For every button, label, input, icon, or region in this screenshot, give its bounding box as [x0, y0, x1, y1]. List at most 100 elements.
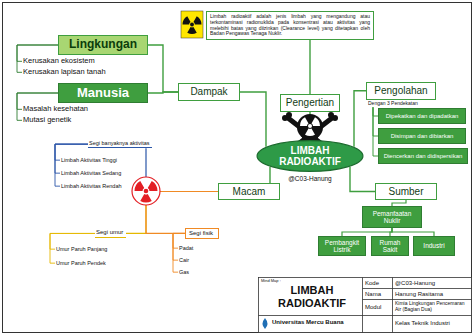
radiation-symbol: [300, 117, 320, 136]
node-text: Limbah Aktivitas Sedang: [61, 170, 123, 176]
node-text: Limbah radioaktif adalah jenis limbah ya…: [210, 14, 370, 37]
block-label: Mind Map :: [261, 279, 281, 284]
field-value: Kelas Teknik Industri: [395, 320, 450, 327]
topic-box: Sumber: [375, 183, 437, 200]
branch-connector: [148, 45, 178, 92]
node-text: Padat: [179, 245, 195, 251]
bone-knob: [286, 112, 292, 118]
node-text: Diencerkan dan didispersikan: [383, 153, 463, 160]
definition-box: Limbah radioaktif adalah jenis limbah ya…: [206, 11, 374, 40]
radiation-hub: [132, 177, 160, 205]
node-text: Disimpan dan dibiarkan: [383, 133, 461, 140]
field-name: Kode: [365, 280, 379, 287]
node-text: Segi fisik: [189, 230, 215, 237]
table-line: [363, 299, 472, 300]
node-text: Pengolahan: [366, 82, 436, 100]
topic-box: PengolahanDengan 3 Pendekatan: [366, 82, 436, 107]
block-title: LIMBAH RADIOAKTIF: [272, 284, 352, 309]
branch-header: Manusia: [58, 83, 148, 103]
node-text: Macam: [223, 186, 275, 198]
type-item: Limbah Aktivitas Rendah: [60, 183, 124, 189]
category-heading: Segi fisik: [185, 228, 219, 239]
node-text: Umur Paruh Panjang: [56, 246, 109, 252]
impact-item: Masalah kesehatan: [22, 105, 91, 114]
node-text: Dipekatkan dan dipadatkan: [383, 113, 461, 120]
title-block: [259, 278, 472, 333]
field-name: Modul: [365, 304, 381, 311]
node-text: LIMBAH RADIOAKTIF: [270, 145, 350, 168]
institution-name: Universitas Mercu Buana: [272, 319, 344, 326]
branch-connector: [240, 92, 266, 147]
table-line: [362, 278, 363, 333]
branch-connector: [392, 228, 434, 236]
branch-connector: [354, 91, 366, 147]
branch-connector: [55, 144, 88, 186]
impact-item: Kerusakan ekosistem: [22, 57, 97, 66]
branch-connector: [148, 92, 178, 93]
node-text: Sumber: [380, 186, 432, 198]
impact-item: Mutasi genetik: [22, 116, 74, 125]
branch-connector: [342, 228, 392, 236]
branch-connector: [173, 233, 185, 272]
topic-box: Pengertian: [280, 94, 340, 112]
node-text: Dampak: [183, 86, 235, 98]
branch-connector: [269, 167, 270, 183]
category-heading: Segi banyaknya aktivitas: [88, 140, 152, 148]
table-line: [392, 278, 393, 333]
topic-box: Macam: [218, 183, 280, 200]
source-box: Pembangkit Listrik: [318, 236, 366, 256]
method-box: Diencerkan dan didispersikan: [378, 148, 468, 164]
table-line: [259, 315, 472, 316]
node-text: Masalah kesehatan: [23, 105, 90, 114]
node-text: Rumah Sakit: [376, 239, 404, 254]
type-item: Cair: [178, 257, 192, 263]
node-text: Umur Paruh Pendek: [56, 260, 107, 266]
impact-item: Kerusakan lapisan tanah: [22, 68, 108, 77]
node-text: Manusia: [63, 86, 143, 101]
field-name: Nama: [365, 291, 381, 298]
node-text: Limbah Aktivitas Tinggi: [61, 157, 118, 163]
oval-shape: [257, 141, 363, 172]
type-item: Umur Paruh Pendek: [55, 260, 108, 266]
node-text: Lingkungan: [63, 38, 143, 52]
author-tag: @C03-Hanung: [287, 175, 333, 182]
university-logo: [263, 318, 268, 329]
table-line: [363, 288, 472, 289]
type-item: Limbah Aktivitas Tinggi: [60, 157, 119, 163]
node-text: Kerusakan ekosistem: [23, 57, 96, 66]
branch-connector: [309, 40, 310, 94]
type-item: Umur Paruh Panjang: [55, 246, 110, 252]
source-box: Rumah Sakit: [371, 236, 409, 256]
radiation-symbol: [135, 181, 158, 202]
warning-icon: [181, 11, 203, 38]
source-box: Industri: [413, 236, 455, 256]
branch-header: Lingkungan: [58, 35, 148, 55]
node-text: Pembangkit Listrik: [323, 239, 361, 254]
node-text: Pemanfaatan Nuklir: [367, 210, 417, 225]
method-box: Dipekatkan dan dipadatkan: [378, 108, 466, 124]
node-text: Segi umur: [96, 229, 125, 236]
branch-connector: [350, 167, 375, 192]
field-value: Hanung Rasitama: [395, 291, 443, 298]
topic-box: Dampak: [178, 83, 240, 101]
node-subtext: Dengan 3 Pendekatan: [366, 100, 436, 108]
type-item: Limbah Aktivitas Sedang: [60, 170, 124, 176]
node-text: Pengertian: [285, 97, 335, 109]
node-text: Industri: [418, 242, 450, 249]
node-text: Kerusakan lapisan tanah: [23, 68, 107, 77]
node-text: Limbah Aktivitas Rendah: [61, 183, 123, 189]
category-heading: Segi umur: [95, 229, 126, 238]
method-box: Disimpan dan dibiarkan: [378, 128, 466, 144]
page-frame: [3, 3, 472, 333]
central-oval: LIMBAH RADIOAKTIF: [256, 140, 364, 172]
field-value: @C03-Hanung: [395, 280, 435, 287]
node-text: Mutasi genetik: [23, 116, 73, 125]
type-item: Padat: [178, 245, 196, 251]
field-value: Kimia Lingkungan Pencemaran Air (Bagian …: [395, 301, 469, 313]
radiation-symbol: [183, 16, 202, 34]
node-text: Segi banyaknya aktivitas: [89, 140, 151, 146]
source-box: Pemanfaatan Nuklir: [362, 206, 422, 228]
node-text: Cair: [179, 257, 191, 263]
node-text: Gas: [179, 269, 191, 275]
type-item: Gas: [178, 269, 192, 275]
